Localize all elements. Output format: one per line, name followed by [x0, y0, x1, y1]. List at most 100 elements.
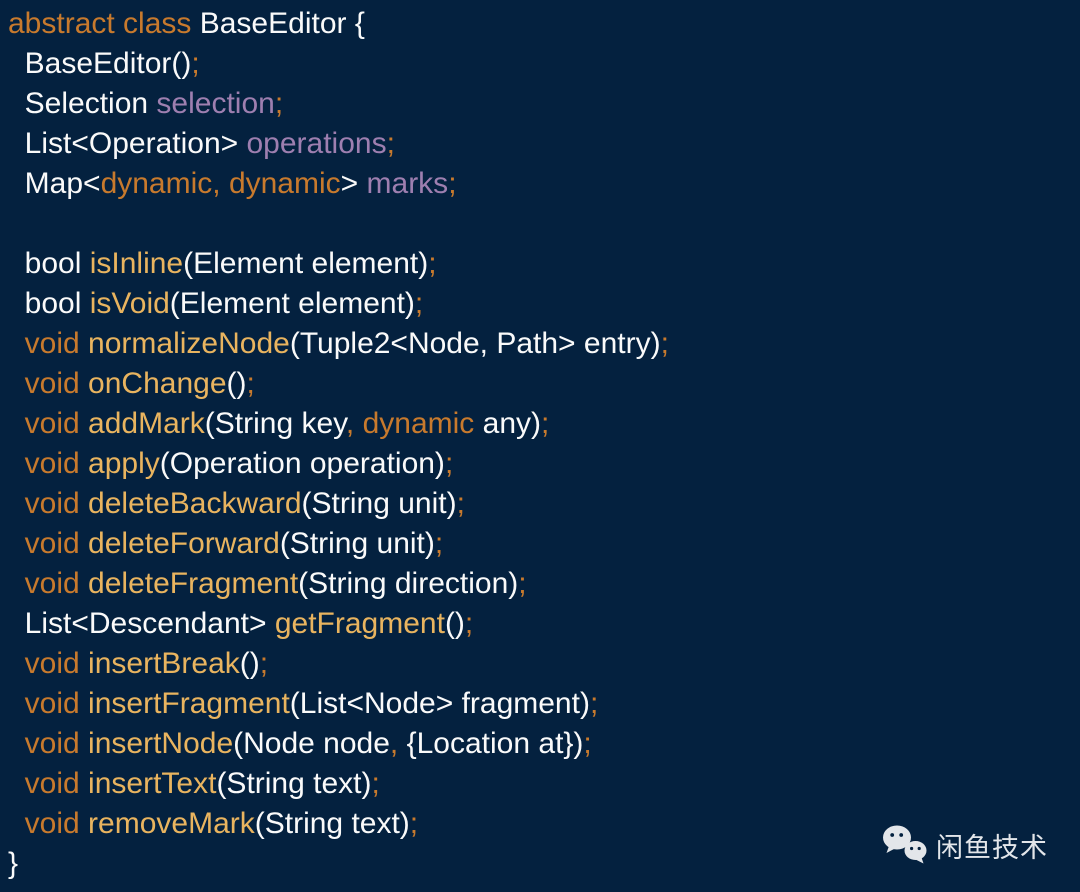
code-line — [8, 204, 1080, 244]
code-token: (Element element) — [169, 287, 415, 320]
code-token: removeMark — [88, 807, 255, 840]
code-token: , dynamic — [345, 407, 475, 440]
code-token: apply — [88, 447, 160, 480]
code-token: BaseEditor { — [191, 7, 365, 40]
code-token: insertFragment — [88, 687, 290, 720]
code-token: selection — [156, 87, 275, 120]
code-token: bool — [8, 287, 90, 320]
code-line: } — [8, 844, 1080, 884]
wechat-icon — [882, 824, 928, 866]
code-token: ; — [518, 567, 527, 600]
code-line: void removeMark(String text); — [8, 804, 1080, 844]
code-line: bool isInline(Element element); — [8, 244, 1080, 284]
code-token: void — [8, 327, 89, 360]
code-token: , — [389, 727, 399, 760]
code-token: (List<Node> fragment) — [289, 687, 590, 720]
code-token: ; — [589, 687, 599, 720]
code-line: void deleteFragment(String direction); — [8, 564, 1080, 604]
code-line: List<Descendant> getFragment(); — [8, 604, 1080, 644]
code-token: marks — [366, 167, 449, 200]
code-token: void — [8, 487, 89, 520]
code-token: void — [8, 567, 89, 600]
code-token: ; — [409, 807, 419, 840]
code-token: (Operation operation) — [159, 447, 445, 480]
code-token: insertNode — [88, 727, 234, 760]
code-token: ; — [660, 327, 669, 360]
code-line: bool isVoid(Element element); — [8, 284, 1080, 324]
code-token: void — [8, 807, 89, 840]
code-token: BaseEditor() — [8, 47, 192, 80]
code-token: void — [8, 687, 89, 720]
code-line: void deleteBackward(String unit); — [8, 484, 1080, 524]
code-token: ; — [274, 87, 284, 120]
code-token: Selection — [8, 87, 157, 120]
code-token: (String unit) — [301, 487, 457, 520]
code-token: deleteBackward — [88, 487, 302, 520]
code-token: } — [8, 847, 19, 880]
code-token: ; — [259, 647, 269, 680]
code-token: (Element element) — [183, 247, 429, 280]
code-token: (String key — [204, 407, 346, 440]
watermark-label: 闲鱼技术 — [936, 832, 1048, 863]
code-token: bool — [8, 247, 90, 280]
code-line: List<Operation> operations; — [8, 124, 1080, 164]
code-token: (String text) — [216, 767, 372, 800]
code-token: abstract class — [8, 7, 192, 40]
code-token: ; — [246, 367, 255, 400]
code-token: (String direction) — [298, 567, 519, 600]
code-token: deleteForward — [88, 527, 280, 560]
code-token: void — [8, 367, 89, 400]
code-token: > — [340, 167, 367, 200]
code-line: void addMark(String key, dynamic any); — [8, 404, 1080, 444]
code-token: ; — [434, 527, 444, 560]
code-token: getFragment — [274, 607, 445, 640]
code-line: void insertFragment(List<Node> fragment)… — [8, 684, 1080, 724]
code-line: void normalizeNode(Tuple2<Node, Path> en… — [8, 324, 1080, 364]
code-line: void deleteForward(String unit); — [8, 524, 1080, 564]
code-line: Map<dynamic, dynamic> marks; — [8, 164, 1080, 204]
code-line: Selection selection; — [8, 84, 1080, 124]
watermark: 闲鱼技术 — [882, 824, 1048, 866]
code-token: (Tuple2<Node, Path> entry) — [289, 327, 661, 360]
code-token: Map< — [8, 167, 101, 200]
code-token: List<Descendant> — [8, 607, 275, 640]
code-token: ; — [414, 287, 424, 320]
code-token: ; — [448, 167, 457, 200]
code-token: List<Operation> — [8, 127, 247, 160]
code-token: normalizeNode — [88, 327, 290, 360]
code-token: ; — [386, 127, 395, 160]
code-token: ; — [583, 727, 592, 760]
code-token: ; — [464, 607, 474, 640]
code-token: any) — [474, 407, 542, 440]
code-token: ; — [456, 487, 465, 520]
code-line: BaseEditor(); — [8, 44, 1080, 84]
code-token: ; — [191, 47, 200, 80]
code-token: () — [239, 647, 260, 680]
code-token: () — [444, 607, 465, 640]
code-line: abstract class BaseEditor { — [8, 4, 1080, 44]
code-token: (String unit) — [279, 527, 435, 560]
code-token: void — [8, 447, 89, 480]
code-token: void — [8, 407, 89, 440]
code-line: void insertBreak(); — [8, 644, 1080, 684]
code-token: () — [226, 367, 247, 400]
code-token: dynamic, dynamic — [100, 167, 341, 200]
code-token: (Node node — [233, 727, 390, 760]
code-token: onChange — [88, 367, 227, 400]
code-token: insertText — [88, 767, 217, 800]
code-token: ; — [444, 447, 454, 480]
code-token: {Location at}) — [398, 727, 584, 760]
code-token: void — [8, 767, 89, 800]
code-token: addMark — [88, 407, 205, 440]
code-token: deleteFragment — [88, 567, 299, 600]
code-token: ; — [371, 767, 380, 800]
code-line: void onChange(); — [8, 364, 1080, 404]
code-token: isInline — [89, 247, 184, 280]
code-token: void — [8, 647, 89, 680]
code-line: void insertText(String text); — [8, 764, 1080, 804]
code-token: ; — [541, 407, 550, 440]
code-token: ; — [428, 247, 437, 280]
code-line: void apply(Operation operation); — [8, 444, 1080, 484]
code-token: (String text) — [254, 807, 410, 840]
